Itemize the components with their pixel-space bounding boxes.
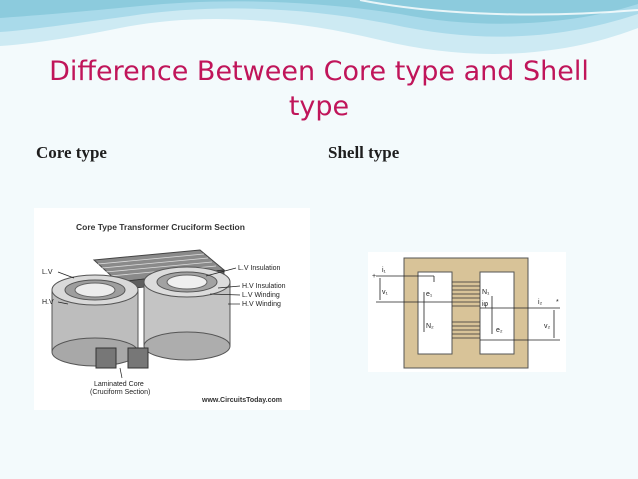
watermark-text: www.CircuitsToday.com	[201, 397, 282, 404]
i2-label: i₂	[538, 299, 543, 306]
plus-left-label: +	[372, 273, 376, 280]
hv-insulation-label: H.V Insulation	[242, 283, 286, 290]
laminated-core-label: Laminated Core	[94, 381, 144, 388]
v1-label: v₁	[382, 289, 389, 296]
shell-window-right	[479, 271, 515, 355]
lv-left-label: L.V	[42, 269, 53, 276]
laminated-core-leg-right	[127, 347, 149, 369]
primary-winding	[452, 281, 480, 307]
shell-type-diagram: i₁ + v₁ e₁ N₁ iφ N₂ e₂ i₂ * v₂	[372, 257, 560, 369]
lv-winding-label: L.V Winding	[242, 292, 280, 299]
slide-title: Difference Between Core type and Shell t…	[49, 56, 589, 122]
e2-label: e₂	[496, 327, 503, 334]
shell-type-figure: i₁ + v₁ e₁ N₁ iφ N₂ e₂ i₂ * v₂	[368, 252, 566, 372]
header-wave-decoration	[0, 0, 638, 54]
right-coil	[143, 266, 231, 361]
secondary-winding	[452, 321, 480, 339]
laminated-core-leg-left	[95, 347, 117, 369]
N2-label: N₂	[426, 323, 434, 330]
core-figure-title: Core Type Transformer Cruciform Section	[76, 222, 245, 232]
left-coil	[51, 274, 139, 367]
star-label: *	[556, 299, 559, 306]
shell-window-left	[417, 271, 453, 355]
core-type-diagram: Core Type Transformer Cruciform Section	[42, 222, 286, 404]
core-type-figure: Core Type Transformer Cruciform Section	[34, 208, 310, 410]
i-phi-label: iφ	[482, 301, 489, 308]
hv-left-label: H.V	[42, 299, 54, 306]
shell-type-heading: Shell type	[328, 143, 400, 162]
N1-label: N₁	[482, 289, 490, 296]
e1-label: e₁	[426, 291, 433, 298]
lv-insulation-label: L.V Insulation	[238, 265, 281, 272]
v2-label: v₂	[544, 323, 551, 330]
hv-winding-label: H.V Winding	[242, 301, 281, 308]
core-type-heading: Core type	[36, 143, 107, 162]
cruciform-section-label: (Cruciform Section)	[90, 389, 150, 396]
i1-label: i₁	[382, 267, 387, 274]
